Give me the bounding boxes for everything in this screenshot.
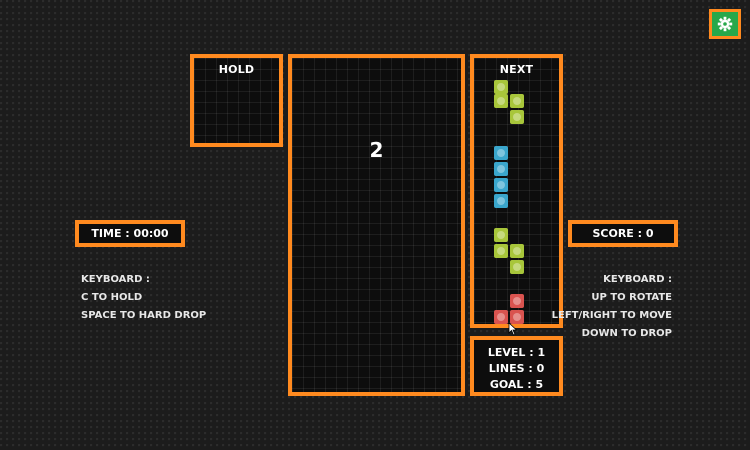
block — [510, 94, 524, 108]
help-left-harddrop: SPACE TO HARD DROP — [81, 310, 207, 321]
block — [510, 294, 524, 308]
hold-title: HOLD — [218, 63, 255, 76]
block — [494, 146, 508, 160]
mouse-pointer-icon — [508, 322, 518, 336]
block — [494, 162, 508, 176]
settings-button[interactable] — [709, 9, 741, 39]
score-box: SCORE : 0 — [568, 220, 678, 247]
block — [494, 94, 508, 108]
block — [494, 310, 508, 324]
stats-panel: LEVEL : 1 LINES : 0 GOAL : 5 — [470, 336, 563, 396]
block — [494, 244, 508, 258]
block — [494, 80, 508, 94]
lines-text: LINES : 0 — [488, 362, 545, 375]
help-left-heading: KEYBOARD : — [81, 274, 150, 285]
help-left: KEYBOARD : C TO HOLD SPACE TO HARD DROP — [81, 271, 206, 325]
hold-panel: HOLD — [190, 54, 283, 147]
block — [494, 194, 508, 208]
time-box: TIME : 00:00 — [75, 220, 185, 247]
game-board: 2 — [288, 54, 465, 396]
block — [494, 228, 508, 242]
help-right-drop: DOWN TO DROP — [581, 328, 672, 339]
block — [510, 110, 524, 124]
gear-icon — [717, 16, 733, 32]
countdown-text: 2 — [369, 138, 384, 162]
help-right-heading: KEYBOARD : — [603, 274, 672, 285]
block — [510, 244, 524, 258]
block — [510, 260, 524, 274]
help-left-hold: C TO HOLD — [81, 292, 143, 303]
time-text: TIME : 00:00 — [91, 227, 169, 240]
next-panel: NEXT — [470, 54, 563, 328]
block — [494, 178, 508, 192]
help-right-move: LEFT/RIGHT TO MOVE — [551, 310, 672, 321]
help-right-rotate: UP TO ROTATE — [591, 292, 672, 303]
level-text: LEVEL : 1 — [487, 346, 546, 359]
goal-text: GOAL : 5 — [489, 378, 544, 391]
block — [510, 310, 524, 324]
score-text: SCORE : 0 — [592, 227, 654, 240]
next-title: NEXT — [499, 63, 534, 76]
help-right: KEYBOARD : UP TO ROTATE LEFT/RIGHT TO MO… — [552, 271, 672, 343]
